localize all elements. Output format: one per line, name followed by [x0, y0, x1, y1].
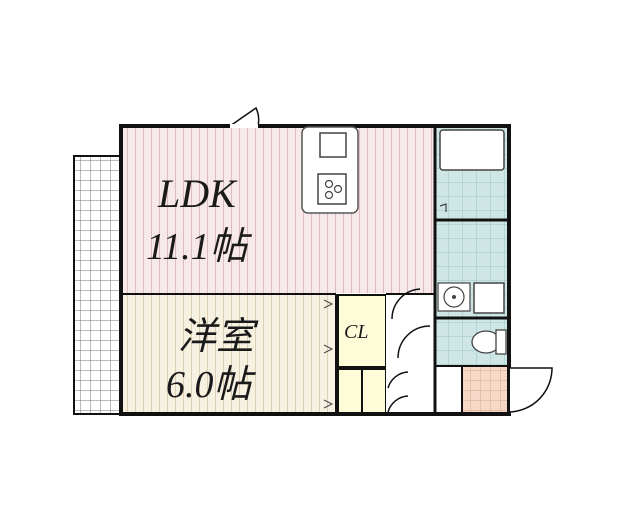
kitchen-sink-icon [319, 132, 347, 158]
front-door-arc [509, 367, 553, 413]
entrance [462, 367, 508, 413]
closet-label: CL [344, 321, 368, 343]
ldk-floor [122, 127, 434, 293]
ldk-room-size: 11.1帖 [146, 226, 253, 268]
washbasin-icon [437, 282, 471, 312]
western-room-floor [122, 293, 336, 413]
western-room-size: 6.0帖 [166, 364, 257, 406]
ldk-room-name: LDK [157, 171, 238, 216]
stove-burner-icon [317, 173, 347, 205]
closet [337, 294, 387, 368]
hallway-door-arc [391, 288, 421, 320]
entry-door-arc [229, 106, 260, 127]
toilet-icon [471, 329, 507, 355]
washing-machine-icon [473, 282, 505, 314]
closet-door-arc [387, 371, 409, 413]
toilet-door-arc [397, 325, 431, 359]
balcony [73, 155, 121, 415]
western-room-name: 洋室 [178, 316, 259, 358]
walls [119, 124, 511, 416]
bathtub-icon [439, 129, 505, 171]
hallway [386, 293, 434, 413]
kitchen-counter [301, 126, 359, 214]
